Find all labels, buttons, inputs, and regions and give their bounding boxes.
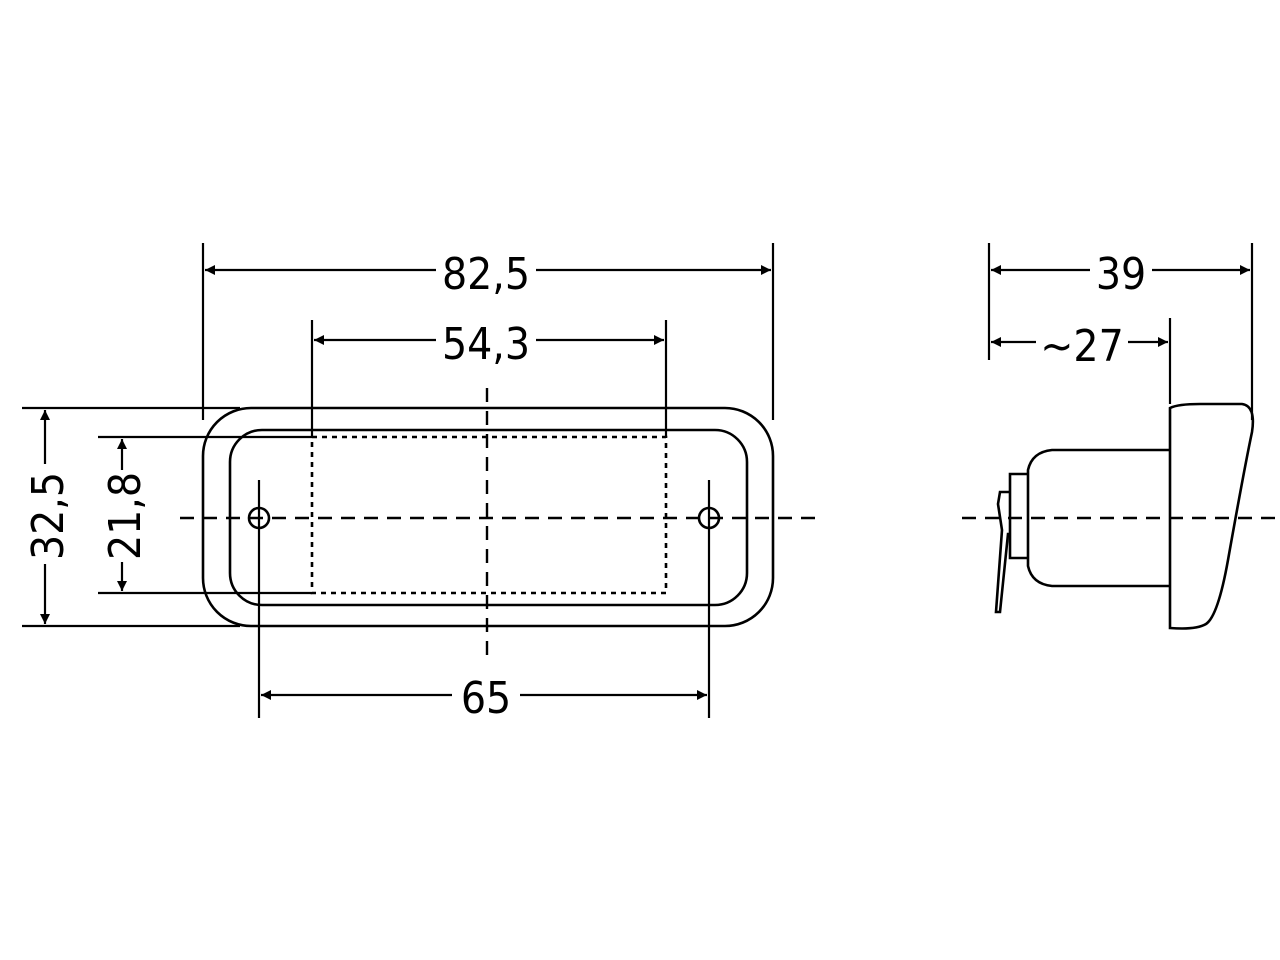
dimension-lens-height: 21,8 <box>99 439 151 591</box>
side-lens-outline <box>1168 402 1255 630</box>
front-view <box>180 388 820 660</box>
dimension-label-27: ~27 <box>1040 321 1124 372</box>
dimension-label-54-3: 54,3 <box>442 319 530 370</box>
side-plug-tab <box>994 490 1010 614</box>
dimension-label-21-8: 21,8 <box>100 472 151 560</box>
dimension-lens-width: 54,3 <box>314 316 664 370</box>
dimension-label-32-5: 32,5 <box>23 472 74 560</box>
side-connector-outline <box>1008 472 1028 560</box>
dimension-overall-depth: 39 <box>991 246 1250 300</box>
dimension-label-82-5: 82,5 <box>442 249 530 300</box>
lens-dotted-outline <box>310 435 668 595</box>
dimension-overall-width: 82,5 <box>205 246 771 300</box>
side-housing-outline <box>1026 448 1170 588</box>
dimension-label-39: 39 <box>1096 249 1146 300</box>
dimension-overall-height: 32,5 <box>22 410 74 624</box>
dimension-mounting-distance: 65 <box>261 670 707 724</box>
extension-lines-front <box>22 243 775 718</box>
dimension-label-65: 65 <box>461 673 511 724</box>
dimension-housing-depth: ~27 <box>991 318 1168 372</box>
side-view <box>962 243 1280 630</box>
